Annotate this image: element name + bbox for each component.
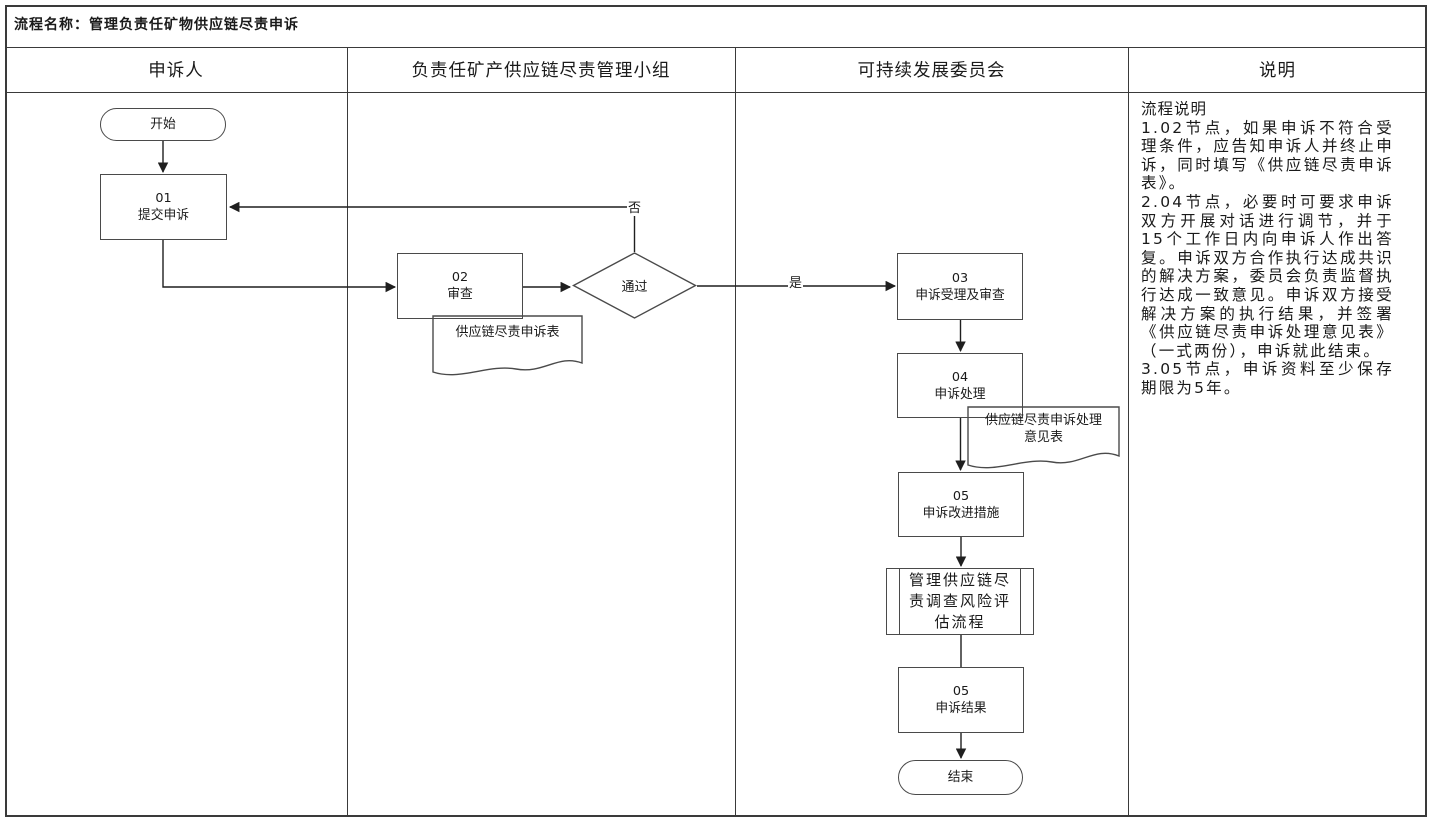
table-outer-border — [5, 5, 1427, 817]
start-terminator: 开始 — [100, 108, 226, 141]
document-complaint-form: 供应链尽责申诉表 — [432, 315, 583, 379]
step-03-accept-and-review: 03 申诉受理及审查 — [897, 253, 1023, 320]
decision-label: 通过 — [621, 280, 648, 295]
lane-header-sustainability-committee: 可持续发展委员会 — [857, 61, 1006, 81]
lane-header-notes: 说明 — [1259, 61, 1296, 81]
diamond-shape — [572, 252, 697, 319]
notes-heading: 流程说明 — [1141, 100, 1208, 118]
step-05-improvement-measures: 05 申诉改进措施 — [898, 472, 1024, 537]
note-item-1: 1.02节点，如果申诉不符合受理条件，应告知申诉人并终止申诉，同时填写《供应链尽… — [1141, 118, 1394, 193]
document-label: 供应链尽责申诉表 — [455, 325, 560, 340]
subprocess-left-bar — [899, 569, 901, 634]
note-item-3: 3.05节点，申诉资料至少保存期限为5年。 — [1141, 360, 1394, 397]
step-05-complaint-result: 05 申诉结果 — [898, 667, 1024, 733]
lane-header-complainant: 申诉人 — [148, 61, 204, 81]
end-terminator: 结束 — [898, 760, 1023, 795]
document-shape — [967, 406, 1120, 469]
edge-label-yes: 是 — [788, 276, 804, 291]
subprocess-right-bar — [1019, 569, 1021, 634]
document-handling-opinion-form: 供应链尽责申诉处理 意见表 — [967, 406, 1120, 472]
note-item-2: 2.04节点，必要时可要求申诉双方开展对话进行调节，并于15个工作日内向申诉人作… — [1141, 192, 1394, 360]
subprocess-label: 管理供应链尽责调查风险评估流程 — [908, 571, 1011, 631]
lane-divider-3 — [1128, 47, 1130, 816]
document-shape — [432, 315, 583, 376]
header-row-divider — [5, 92, 1427, 94]
edge-label-no: 否 — [627, 201, 643, 216]
lane-divider-2 — [735, 47, 737, 816]
decision-pass: 通过 — [572, 252, 697, 319]
process-title: 流程名称：管理负责任矿物供应链尽责申诉 — [14, 17, 299, 33]
step-02-review: 02 审查 — [397, 253, 523, 319]
process-notes: 流程说明 1.02节点，如果申诉不符合受理条件，应告知申诉人并终止申诉，同时填写… — [1141, 100, 1394, 398]
step-01-submit-complaint: 01 提交申诉 — [100, 174, 227, 240]
title-row-divider — [5, 47, 1427, 49]
subprocess-risk-assessment: 管理供应链尽责调查风险评估流程 — [886, 568, 1034, 635]
lane-divider-1 — [347, 47, 349, 816]
lane-header-management-team: 负责任矿产供应链尽责管理小组 — [411, 61, 671, 81]
document-label: 供应链尽责申诉处理 意见表 — [984, 413, 1102, 445]
step-04-handle-complaint: 04 申诉处理 — [897, 353, 1023, 418]
